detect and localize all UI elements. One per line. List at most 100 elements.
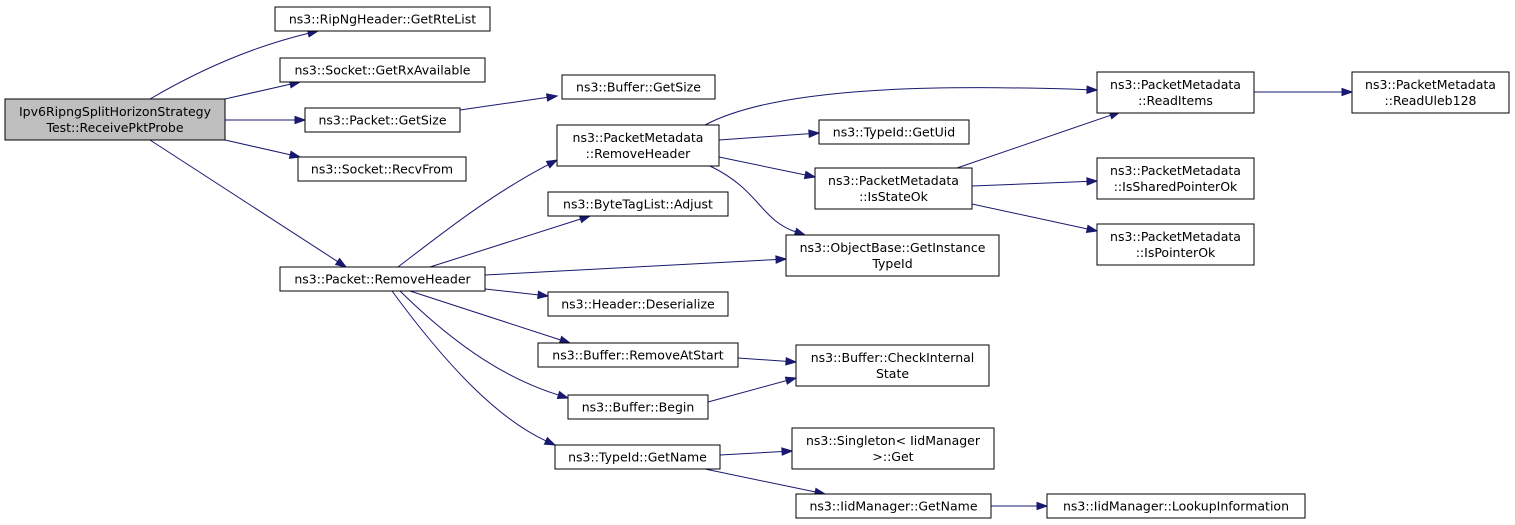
edge-line xyxy=(391,290,548,442)
edge-line xyxy=(704,468,817,493)
edge-line xyxy=(719,450,784,456)
arrowhead-icon xyxy=(793,227,807,236)
edge-line xyxy=(956,114,1112,169)
node-singletonget[interactable]: ns3::Singleton< IidManager>::Get xyxy=(791,427,995,470)
edge-pmremovehdr-to-getuid xyxy=(718,129,821,141)
arrowhead-icon xyxy=(537,290,550,300)
node-label: ::ReadItems xyxy=(1138,93,1213,108)
edge-pktgetsize-to-bufgetsize xyxy=(459,93,559,111)
node-box xyxy=(279,266,486,292)
node-label: ns3::PacketMetadata xyxy=(828,173,959,188)
edge-pktremovehdr-to-btladjust xyxy=(429,215,592,268)
node-bufbegin[interactable]: ns3::Buffer::Begin xyxy=(567,394,709,420)
edge-typeidgetname-to-iidgetname xyxy=(704,468,827,497)
node-label: ns3::Socket::GetRxAvailable xyxy=(294,63,470,78)
node-label: ns3::Buffer::Begin xyxy=(582,400,695,415)
arrowhead-icon xyxy=(556,390,570,400)
node-readuleb[interactable]: ns3::PacketMetadata::ReadUleb128 xyxy=(1351,71,1510,114)
node-isptrok[interactable]: ns3::PacketMetadata::IsPointerOk xyxy=(1096,223,1255,266)
arrowhead-icon xyxy=(784,376,798,385)
node-box xyxy=(567,394,709,420)
edge-line xyxy=(737,357,788,362)
node-getrtelist[interactable]: ns3::RipNgHeader::GetRteList xyxy=(274,6,491,32)
edge-line xyxy=(484,288,540,296)
node-label: ns3::ByteTagList::Adjust xyxy=(563,197,713,212)
node-label: ns3::IidManager::LookupInformation xyxy=(1063,499,1289,514)
node-isstateok[interactable]: ns3::PacketMetadata::IsStateOk xyxy=(814,167,973,210)
node-pktgetsize[interactable]: ns3::Packet::GetSize xyxy=(304,107,461,133)
node-label: >::Get xyxy=(872,449,913,464)
node-label: ns3::PacketMetadata xyxy=(1110,163,1241,178)
node-label: ::RemoveHeader xyxy=(586,146,692,161)
edge-typeidgetname-to-singletonget xyxy=(719,447,794,456)
edge-line xyxy=(718,156,807,176)
node-label: ::IsStateOk xyxy=(859,189,929,204)
node-getrxavail[interactable]: ns3::Socket::GetRxAvailable xyxy=(279,57,486,83)
node-deserialize[interactable]: ns3::Header::Deserialize xyxy=(547,291,729,317)
edge-pktremovehdr-to-deserialize xyxy=(484,288,550,300)
edge-bufbegin-to-checkinternal xyxy=(707,376,798,403)
node-btladjust[interactable]: ns3::ByteTagList::Adjust xyxy=(547,191,729,217)
node-label: ::ReadUleb128 xyxy=(1385,93,1477,108)
edge-isstateok-to-isptrok xyxy=(971,203,1099,233)
edge-pktremovehdr-to-pmremovehdr xyxy=(397,159,559,268)
edge-line xyxy=(397,163,550,268)
edge-isstateok-to-readitems xyxy=(956,111,1122,169)
node-box xyxy=(556,124,720,167)
node-box xyxy=(547,191,729,217)
edge-root-to-recvfrom xyxy=(224,139,302,159)
node-box xyxy=(279,57,486,83)
node-label: ns3::Header::Deserialize xyxy=(561,297,715,312)
node-box xyxy=(1046,493,1306,519)
node-label: ns3::PacketMetadata xyxy=(1110,77,1241,92)
node-recvfrom[interactable]: ns3::Socket::RecvFrom xyxy=(297,156,467,182)
arrowhead-icon xyxy=(1086,177,1099,186)
arrowhead-icon xyxy=(808,129,821,139)
edge-root-to-pktgetsize xyxy=(225,115,307,125)
edge-line xyxy=(704,87,1089,126)
edge-line xyxy=(429,218,582,268)
node-getuid[interactable]: ns3::TypeId::GetUid xyxy=(818,119,970,145)
edge-pmremovehdr-to-isstateok xyxy=(718,156,817,180)
node-box xyxy=(561,74,716,100)
node-label: ns3::TypeId::GetName xyxy=(568,450,707,465)
node-box xyxy=(554,444,721,470)
node-box xyxy=(274,6,491,32)
node-bufgetsize[interactable]: ns3::Buffer::GetSize xyxy=(561,74,716,100)
edge-line xyxy=(707,379,788,403)
node-issharedptr[interactable]: ns3::PacketMetadata::IsSharedPointerOk xyxy=(1096,157,1255,200)
node-box xyxy=(791,427,995,470)
arrowhead-icon xyxy=(578,215,592,224)
node-iidgetname[interactable]: ns3::IidManager::GetName xyxy=(795,493,992,519)
edge-line xyxy=(484,258,778,276)
node-removeatstart[interactable]: ns3::Buffer::RemoveAtStart xyxy=(537,342,739,368)
edge-readitems-to-readuleb xyxy=(1254,87,1354,97)
node-typeidgetname[interactable]: ns3::TypeId::GetName xyxy=(554,444,721,470)
node-label: ns3::IidManager::GetName xyxy=(809,499,977,514)
node-label: Ipv6RipngSplitHorizonStrategy xyxy=(19,104,212,119)
node-label: ns3::Socket::RecvFrom xyxy=(311,162,453,177)
edge-line xyxy=(409,290,562,341)
node-label: ns3::PacketMetadata xyxy=(1365,77,1496,92)
node-box xyxy=(537,342,739,368)
node-pmremovehdr[interactable]: ns3::PacketMetadata::RemoveHeader xyxy=(556,124,720,167)
node-box xyxy=(795,344,990,387)
edge-pktremovehdr-to-typeidgetname xyxy=(391,290,557,446)
arrowhead-icon xyxy=(288,150,302,159)
edge-root-to-pktremovehdr xyxy=(149,139,348,268)
node-label: ns3::RipNgHeader::GetRteList xyxy=(289,12,476,27)
edge-line xyxy=(149,139,339,263)
edge-line xyxy=(149,32,310,100)
node-root[interactable]: Ipv6RipngSplitHorizonStrategyTest::Recei… xyxy=(4,98,226,141)
node-label: ns3::Packet::RemoveHeader xyxy=(294,272,471,287)
node-pktremovehdr[interactable]: ns3::Packet::RemoveHeader xyxy=(279,266,486,292)
node-lookupinfo[interactable]: ns3::IidManager::LookupInformation xyxy=(1046,493,1306,519)
edge-line xyxy=(224,83,292,100)
node-box xyxy=(297,156,467,182)
arrowhead-icon xyxy=(1085,224,1099,233)
node-box xyxy=(304,107,461,133)
node-label: Test::ReceivePktProbe xyxy=(45,120,183,135)
node-readitems[interactable]: ns3::PacketMetadata::ReadItems xyxy=(1096,71,1255,114)
